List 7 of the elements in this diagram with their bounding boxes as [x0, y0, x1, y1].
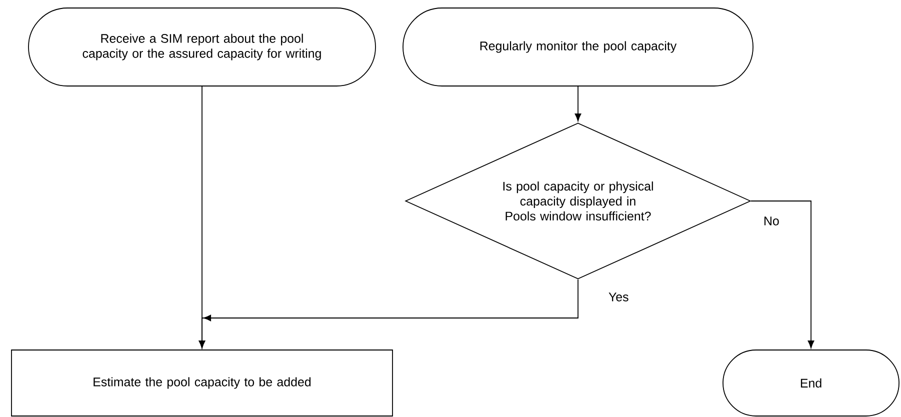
process-box: Estimate the pool capacity to be added	[11, 350, 393, 416]
arrow	[750, 200, 814, 348]
edge-label: Yes	[607, 292, 630, 302]
arrow	[198, 279, 578, 348]
edge-label: No	[762, 216, 780, 226]
decision-text: Is pool capacity or physical capacity displayed in Pools window insufficient?	[503, 181, 653, 221]
arrow	[574, 86, 582, 122]
